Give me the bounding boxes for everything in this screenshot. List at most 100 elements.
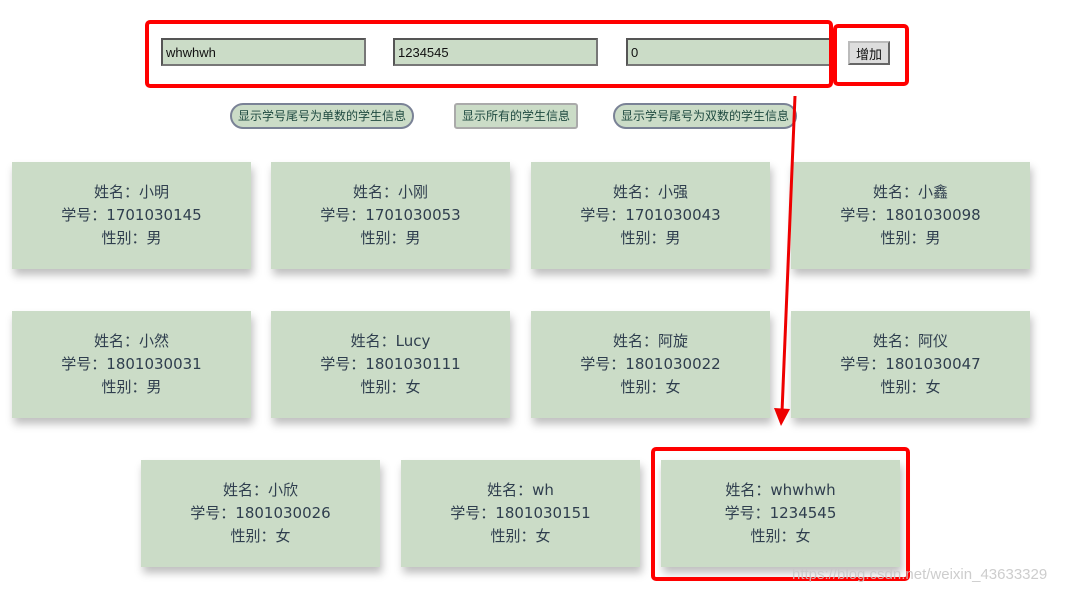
id-input[interactable]: [393, 38, 598, 66]
student-name: 姓名：阿旋: [531, 330, 770, 353]
student-name-value: 小强: [658, 183, 689, 201]
student-name: 姓名：whwhwh: [661, 479, 900, 502]
student-name-value: 小刚: [398, 183, 429, 201]
student-name-label: 姓名：: [612, 332, 658, 350]
student-gender-value: 女: [535, 527, 551, 545]
student-gender-label: 性别：: [880, 378, 926, 396]
student-gender-value: 男: [146, 229, 162, 247]
student-id: 学号：1801030026: [141, 502, 380, 525]
student-id: 学号：1801030022: [531, 353, 770, 376]
student-name-label: 姓名：: [725, 481, 771, 499]
filter-even-button[interactable]: 显示学号尾号为双数的学生信息: [613, 103, 798, 129]
student-id: 学号：1801030031: [12, 353, 251, 376]
student-id-label: 学号：: [61, 206, 107, 224]
student-gender-label: 性别：: [750, 527, 796, 545]
student-gender: 性别：女: [141, 525, 380, 548]
student-id-value: 1801030031: [106, 355, 202, 373]
student-gender: 性别：男: [12, 227, 251, 250]
gender-input[interactable]: [626, 38, 831, 66]
add-button[interactable]: 增加: [848, 41, 890, 65]
student-name: 姓名：小欣: [141, 479, 380, 502]
annotation-box-new-card: [651, 447, 910, 581]
student-name-value: 阿仪: [918, 332, 949, 350]
student-gender-label: 性别：: [490, 527, 536, 545]
student-name: 姓名：小然: [12, 330, 251, 353]
student-gender-label: 性别：: [360, 229, 406, 247]
student-gender-value: 男: [146, 378, 162, 396]
student-id: 学号：1234545: [661, 502, 900, 525]
student-gender-value: 女: [795, 527, 811, 545]
student-gender-value: 男: [925, 229, 941, 247]
student-id-value: 1701030053: [365, 206, 461, 224]
student-id-label: 学号：: [580, 355, 626, 373]
student-id-value: 1701030043: [625, 206, 721, 224]
student-name-label: 姓名：: [872, 332, 918, 350]
student-card: 姓名：小强学号：1701030043 性别：男: [531, 162, 770, 269]
student-gender-label: 性别：: [101, 378, 147, 396]
student-gender: 性别：女: [271, 376, 510, 399]
watermark: https://blog.csdn.net/weixin_43633329: [792, 566, 1048, 583]
student-id: 学号：1701030053: [271, 204, 510, 227]
student-gender: 性别：女: [531, 376, 770, 399]
student-name-label: 姓名：: [350, 332, 396, 350]
student-gender: 性别：女: [791, 376, 1030, 399]
student-card: 姓名：wh 学号：1801030151 性别：女: [401, 460, 640, 567]
student-gender: 性别：女: [661, 525, 900, 548]
student-name-value: 阿旋: [658, 332, 689, 350]
filter-odd-button[interactable]: 显示学号尾号为单数的学生信息: [230, 103, 415, 129]
student-gender-label: 性别：: [360, 378, 406, 396]
student-id-label: 学号：: [724, 504, 770, 522]
student-id-label: 学号：: [580, 206, 626, 224]
student-name: 姓名：小鑫: [791, 181, 1030, 204]
student-gender-label: 性别：: [880, 229, 926, 247]
student-name-value: Lucy: [395, 332, 431, 350]
student-id: 学号：1801030098: [791, 204, 1030, 227]
student-id-value: 1701030145: [106, 206, 202, 224]
student-name-value: 小欣: [268, 481, 299, 499]
student-name-label: 姓名：: [352, 183, 398, 201]
student-id-value: 1801030026: [235, 504, 331, 522]
student-id-value: 1801030098: [885, 206, 981, 224]
student-name-label: 姓名：: [93, 332, 139, 350]
student-name-label: 姓名：: [487, 481, 533, 499]
student-name-value: wh: [532, 481, 554, 499]
student-name-label: 姓名：: [612, 183, 658, 201]
student-gender: 性别：男: [531, 227, 770, 250]
student-id-label: 学号：: [61, 355, 107, 373]
student-id-value: 1801030151: [495, 504, 591, 522]
student-gender-label: 性别：: [620, 378, 666, 396]
annotation-box-button: [833, 24, 909, 86]
student-id: 学号：1801030151: [401, 502, 640, 525]
student-name: 姓名：小强: [531, 181, 770, 204]
student-id-label: 学号：: [320, 206, 366, 224]
student-gender: 性别：男: [271, 227, 510, 250]
student-id-value: 1801030022: [625, 355, 721, 373]
student-name: 姓名：阿仪: [791, 330, 1030, 353]
name-input[interactable]: [161, 38, 366, 66]
student-gender-value: 男: [665, 229, 681, 247]
student-id: 学号：1701030145: [12, 204, 251, 227]
student-id-label: 学号：: [190, 504, 236, 522]
annotation-box-inputs: [145, 20, 833, 88]
student-gender-value: 女: [925, 378, 941, 396]
student-id: 学号：1801030047: [791, 353, 1030, 376]
student-id-value: 1234545: [769, 504, 837, 522]
student-id-label: 学号：: [320, 355, 366, 373]
student-name-label: 姓名：: [872, 183, 918, 201]
student-name-value: 小明: [139, 183, 170, 201]
student-id: 学号：1801030111: [271, 353, 510, 376]
student-gender-value: 男: [405, 229, 421, 247]
student-name-label: 姓名：: [93, 183, 139, 201]
student-id-label: 学号：: [840, 206, 886, 224]
filter-all-button[interactable]: 显示所有的学生信息: [454, 103, 579, 129]
student-gender: 性别：男: [791, 227, 1030, 250]
student-name-value: 小鑫: [918, 183, 949, 201]
